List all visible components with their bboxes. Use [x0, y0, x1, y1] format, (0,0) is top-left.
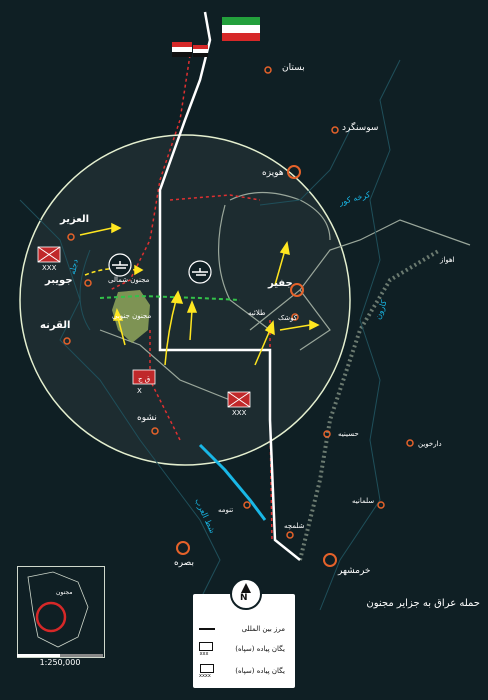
jowayr-marker: [84, 279, 92, 287]
label-shalamcheh: شلمچه: [284, 522, 305, 530]
legend-item-border: مرز بین المللی: [199, 622, 289, 636]
label-jowayr: جویبر: [44, 275, 73, 286]
label-xxx-2: XXX: [232, 409, 247, 417]
label-majnoon-south: مجنون جنوبی: [112, 312, 151, 320]
infantry-unit-icon: [199, 663, 214, 673]
label-corps: ق ج: [138, 375, 150, 383]
label-kushk: کوشک: [278, 314, 298, 322]
label-xxx-1: XXX: [42, 264, 57, 272]
iraqi-unit-symbol-2: [227, 391, 251, 408]
label-salmaniyeh: سلمانیه: [352, 497, 374, 505]
label-uzair: العزیر: [59, 214, 89, 225]
label-tanumah: تنومه: [218, 506, 233, 514]
nashweh-marker: [151, 427, 159, 435]
label-basra: بصره: [174, 558, 194, 568]
helicopter-icon-1: [108, 253, 132, 277]
infantry-unit-icon: [199, 641, 213, 651]
label-qurna: القرنه: [40, 320, 70, 331]
label-hoveyzeh: هویزه: [262, 168, 284, 178]
river-network: [19, 59, 401, 611]
susangerd-marker: [331, 126, 339, 134]
label-ahvaz: اهواز: [439, 256, 455, 264]
jofeyr-marker: [290, 283, 304, 297]
label-nashweh: نشوه: [137, 413, 157, 423]
label-khorramshahr: خرمشهر: [337, 566, 371, 576]
legend-item-unit-1: یگان پیاده (سپاه) xxx: [199, 641, 289, 657]
iranian-front-line: [99, 294, 241, 301]
battle-area-circle: [19, 134, 351, 466]
arvand-river: [198, 443, 267, 521]
iraq-flag: [172, 42, 208, 57]
compass-north-icon: N: [230, 578, 262, 610]
iran-flag: [222, 17, 260, 41]
international-border: [158, 11, 301, 561]
scale-text: 1:250,000: [39, 658, 81, 667]
label-karkheh: کرخه کور: [337, 190, 371, 207]
legend-item-unit-2: یگان پیاده (سپاه) xxxx: [199, 663, 289, 679]
label-hoseyniyeh: حسینیه: [338, 430, 359, 438]
attack-arrows: [79, 222, 320, 366]
railway: [298, 248, 442, 561]
hoveyzeh-marker: [287, 165, 301, 179]
bostan-marker: [264, 66, 272, 74]
uzair-marker: [67, 233, 75, 241]
inset-map: مجنون: [17, 566, 105, 658]
inset-label: مجنون: [56, 589, 73, 596]
hoseyniyeh-marker: [323, 430, 331, 438]
label-bostan: بستان: [282, 63, 305, 73]
label-darkhovin: دارخوین: [418, 440, 442, 448]
label-jofeyr: جفیر: [267, 278, 293, 289]
helicopter-icon-2: [188, 260, 212, 284]
iraqi-unit-symbol-1: [37, 246, 61, 263]
khorramshahr-marker: [323, 553, 337, 567]
darkhovin-marker: [406, 439, 414, 447]
legend: N مرز بین المللی یگان پیاده (سپاه) xxx ی…: [193, 578, 295, 688]
iraqi-corps-flag: [132, 369, 156, 385]
shalamcheh-marker: [286, 531, 294, 539]
border-line-icon: [199, 628, 215, 630]
basra-marker: [176, 541, 190, 555]
kushk-marker: [291, 313, 299, 321]
iraqi-lines: [109, 54, 273, 541]
city-markers: [63, 66, 414, 567]
scale-bar: [17, 654, 103, 657]
map-title: حمله عراق به جزایر مجنون: [366, 598, 480, 609]
label-majnoon-north: مجنون شمالی: [108, 276, 150, 284]
qurna-marker: [63, 337, 71, 345]
label-susangerd: سوسنگرد: [342, 121, 378, 133]
label-dijla: دجله: [68, 258, 80, 275]
label-talaieh: طلائیه: [248, 309, 266, 317]
salmaniyeh-marker: [377, 501, 385, 509]
roads: [99, 191, 471, 401]
label-x: X: [137, 387, 142, 395]
tanumah-marker: [243, 501, 251, 509]
